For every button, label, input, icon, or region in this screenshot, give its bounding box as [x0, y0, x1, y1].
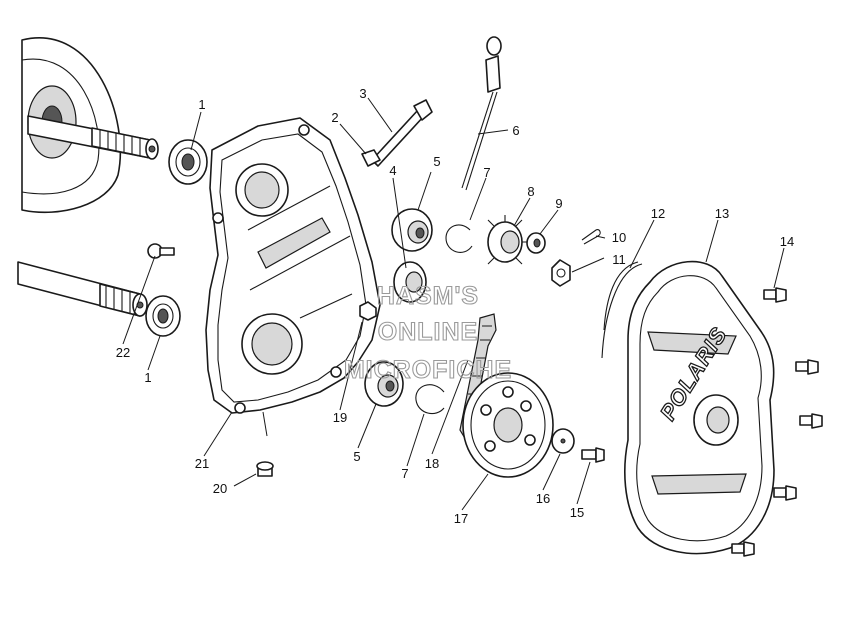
washer-16 [551, 428, 575, 454]
snap-ring-lower [415, 384, 445, 415]
nut-19 [359, 301, 377, 321]
leader-lines [122, 97, 785, 511]
cover-bolt [731, 541, 755, 557]
watermark-line-2: ONLINE [378, 318, 478, 346]
drain-plug [256, 461, 274, 477]
sprocket-small [487, 215, 528, 265]
seal-lower [145, 295, 181, 337]
seal-upper [168, 139, 208, 185]
callout-22: 22 [116, 345, 130, 360]
callout-1-bottom: 1 [144, 370, 151, 385]
callout-17: 17 [454, 511, 468, 526]
callout-15: 15 [570, 505, 584, 520]
cover-bolts [731, 287, 823, 557]
callout-21: 21 [195, 456, 209, 471]
callout-5-top: 5 [433, 154, 440, 169]
bearing-lower [364, 361, 404, 407]
callout-7-top: 7 [483, 165, 490, 180]
idler-sprocket [393, 261, 427, 303]
cover-bolt [799, 413, 823, 429]
callout-9: 9 [555, 196, 562, 211]
dipstick [461, 36, 502, 191]
callout-11: 11 [612, 252, 626, 267]
callout-20: 20 [213, 481, 227, 496]
callout-4: 4 [389, 163, 396, 178]
input-shaft [27, 115, 159, 160]
callout-12: 12 [651, 206, 665, 221]
chaincase-cover: POLARIS [624, 260, 775, 555]
nut-11 [551, 259, 571, 287]
callout-6: 6 [512, 123, 519, 138]
watermark: HASM'S ONLINE MICROFICHE [343, 281, 512, 384]
cover-bolt [795, 359, 819, 375]
callout-7-bottom: 7 [401, 466, 408, 481]
callout-14: 14 [780, 234, 794, 249]
callout-13: 13 [715, 206, 729, 221]
callout-5-bottom: 5 [353, 449, 360, 464]
callout-18: 18 [425, 456, 439, 471]
watermark-line-3: MICROFICHE [344, 356, 512, 384]
callout-3: 3 [359, 86, 366, 101]
snap-ring-upper [445, 224, 473, 253]
bolt-15 [581, 447, 605, 463]
bolt-3 [371, 99, 433, 167]
washer-9 [526, 232, 546, 254]
output-shaft [17, 261, 148, 317]
callout-16: 16 [536, 491, 550, 506]
bolt-22 [147, 243, 175, 259]
nut-2 [361, 149, 381, 167]
cover-bolt [773, 485, 797, 501]
sprocket-large [462, 372, 554, 478]
callouts: 1 2 3 4 5 6 7 8 9 10 11 12 13 14 22 1 19… [116, 86, 794, 526]
callout-8: 8 [527, 184, 534, 199]
callout-19: 19 [333, 410, 347, 425]
callout-1-top: 1 [198, 97, 205, 112]
watermark-line-1: HASM'S [377, 282, 479, 310]
callout-2: 2 [331, 110, 338, 125]
cover-bolt [763, 287, 787, 303]
callout-10: 10 [612, 230, 626, 245]
chaincase-housing [205, 117, 381, 414]
